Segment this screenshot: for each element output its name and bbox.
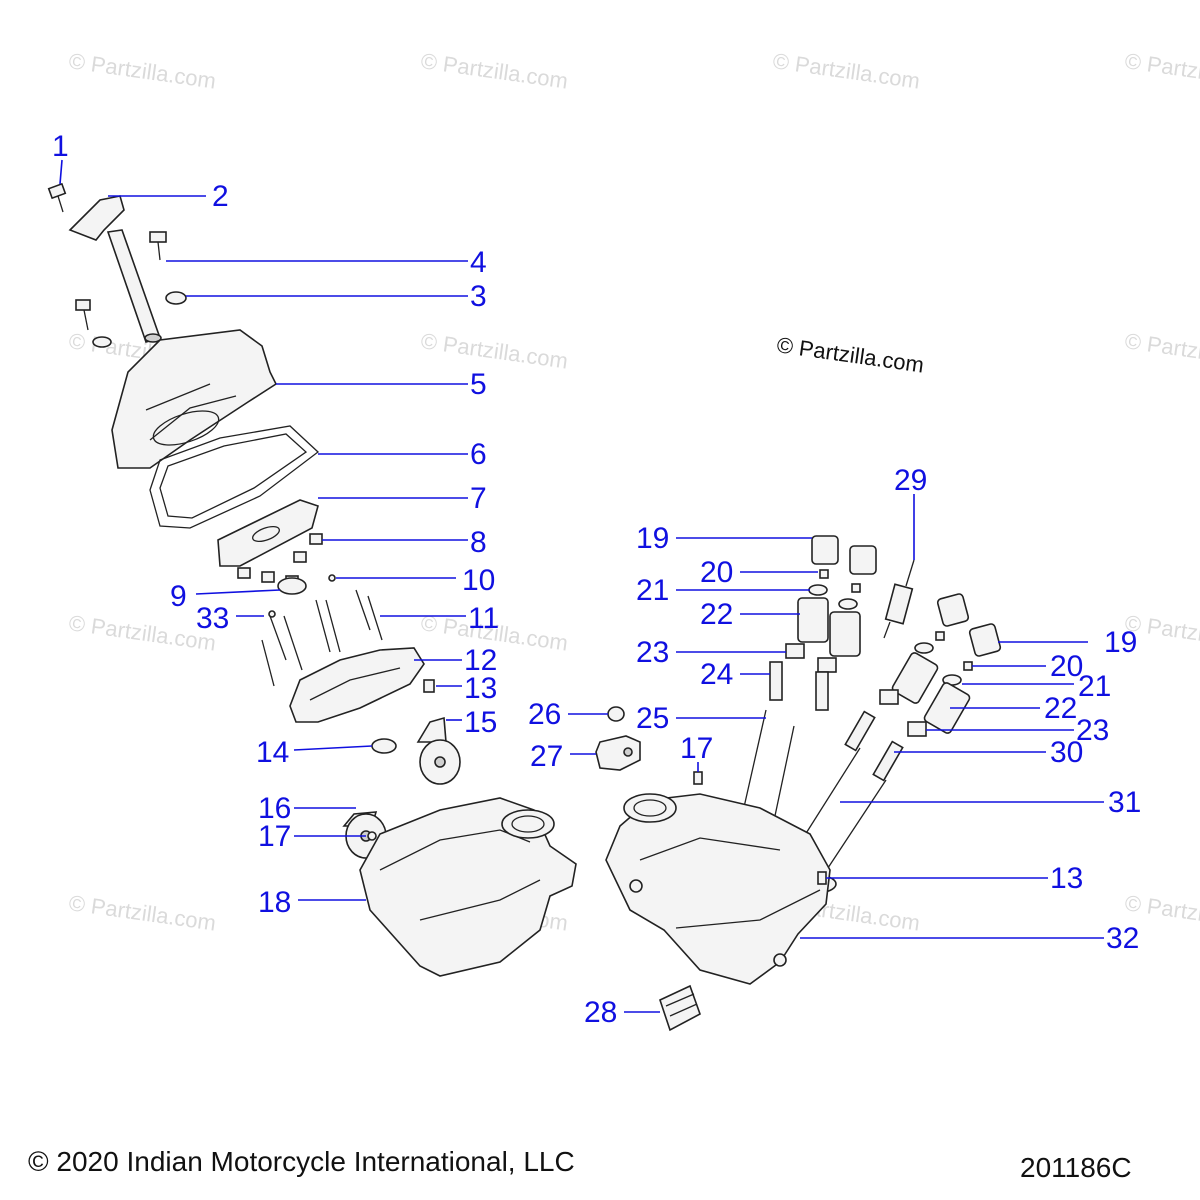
callout-label: 7 — [470, 482, 487, 515]
callout-label: 30 — [1050, 736, 1083, 769]
callout-label: 14 — [256, 736, 289, 769]
part-cam-carrier — [289, 647, 425, 723]
callout-label: 19 — [636, 522, 669, 555]
callout-label: 8 — [470, 526, 487, 559]
right-cylinder-assembly — [595, 535, 1002, 1032]
callout-label: 24 — [700, 658, 733, 691]
drawing-number: 201186C — [1020, 1152, 1132, 1183]
part-valve-cover — [111, 329, 278, 469]
part-spark-plug — [883, 559, 915, 639]
callout-label: 21 — [636, 574, 669, 607]
callout-label: 10 — [462, 564, 495, 597]
callout-label: 3 — [470, 280, 487, 313]
callout-labels: 1 2 4 3 5 6 7 8 9 10 33 11 12 13 14 15 1… — [52, 130, 1141, 1029]
watermark: © Partzilla.com — [419, 328, 569, 373]
callout-label: 11 — [468, 602, 499, 635]
callout-label: 6 — [470, 438, 487, 471]
callout-label: 32 — [1106, 922, 1139, 955]
callout-label: 28 — [584, 996, 617, 1029]
callout-label: 4 — [470, 246, 487, 279]
part-dowel-17b — [693, 771, 703, 785]
callout-label: 9 — [170, 580, 187, 613]
part-plate — [217, 499, 319, 567]
callout-label: 1 — [52, 130, 69, 163]
callout-label: 18 — [258, 886, 291, 919]
callout-label: 20 — [700, 556, 733, 589]
callout-label: 19 — [1104, 626, 1137, 659]
copyright-notice: © 2020 Indian Motorcycle International, … — [28, 1146, 575, 1177]
part-cylinder-head-right — [605, 793, 831, 985]
callout-label: 16 — [258, 792, 291, 825]
part-springs-22 — [797, 597, 971, 734]
callout-label: 17 — [258, 820, 291, 853]
part-bolt-left — [75, 299, 112, 348]
part-cylinder-head-left — [359, 797, 577, 977]
part-guides — [769, 661, 904, 782]
callout-label: 33 — [196, 602, 229, 635]
watermark: © Partzilla.com — [1123, 48, 1200, 93]
callout-label: 20 — [1050, 650, 1083, 683]
watermark: © Partzilla.com — [1123, 328, 1200, 373]
part-tappets-19 — [811, 535, 1002, 657]
part-dowel-13b — [817, 871, 827, 885]
part-gasket — [149, 425, 320, 529]
watermark: © Partzilla.com — [67, 48, 217, 93]
part-cam-15 — [416, 716, 461, 785]
watermark: © Partzilla.com — [419, 48, 569, 93]
callout-label: 13 — [464, 672, 497, 705]
part-dowel-13 — [423, 679, 435, 693]
callout-label: 5 — [470, 368, 487, 401]
callout-label: 26 — [528, 698, 561, 731]
part-ring-9 — [277, 577, 307, 595]
left-cylinder-assembly — [47, 182, 577, 977]
callout-label: 31 — [1108, 786, 1141, 819]
callout-label: 23 — [636, 636, 669, 669]
callout-label: 12 — [464, 644, 497, 677]
watermark: © Partzilla.com — [67, 890, 217, 935]
callout-label: 23 — [1076, 714, 1109, 747]
callout-label: 27 — [530, 740, 563, 773]
watermark: © Partzilla.com — [771, 48, 921, 93]
part-long-bolts — [261, 589, 383, 687]
part-filter-28 — [659, 984, 701, 1032]
callout-label: 15 — [464, 706, 497, 739]
part-dowel-17 — [367, 831, 377, 841]
part-bolt-4 — [149, 231, 167, 261]
callout-label: 22 — [1044, 692, 1077, 725]
callout-label: 22 — [700, 598, 733, 631]
callout-label: 17 — [680, 732, 713, 765]
part-seats-23 — [785, 643, 927, 737]
part-bolt-1 — [47, 182, 67, 213]
callout-label: 29 — [894, 464, 927, 497]
callout-label: 25 — [636, 702, 669, 735]
part-nut-26 — [607, 706, 625, 722]
part-ignition-coil — [68, 195, 162, 343]
callout-label: 13 — [1050, 862, 1083, 895]
part-dot-10 — [328, 574, 336, 582]
part-keepers-20 — [819, 569, 973, 671]
part-seal-14 — [371, 738, 397, 754]
part-grommet-3 — [165, 291, 187, 305]
leader-lines — [59, 159, 1104, 1013]
part-sensor-27 — [595, 735, 641, 771]
partzilla-credit: © Partzilla.com — [775, 332, 925, 377]
callout-label: 21 — [1078, 670, 1111, 703]
callout-label: 2 — [212, 180, 229, 213]
